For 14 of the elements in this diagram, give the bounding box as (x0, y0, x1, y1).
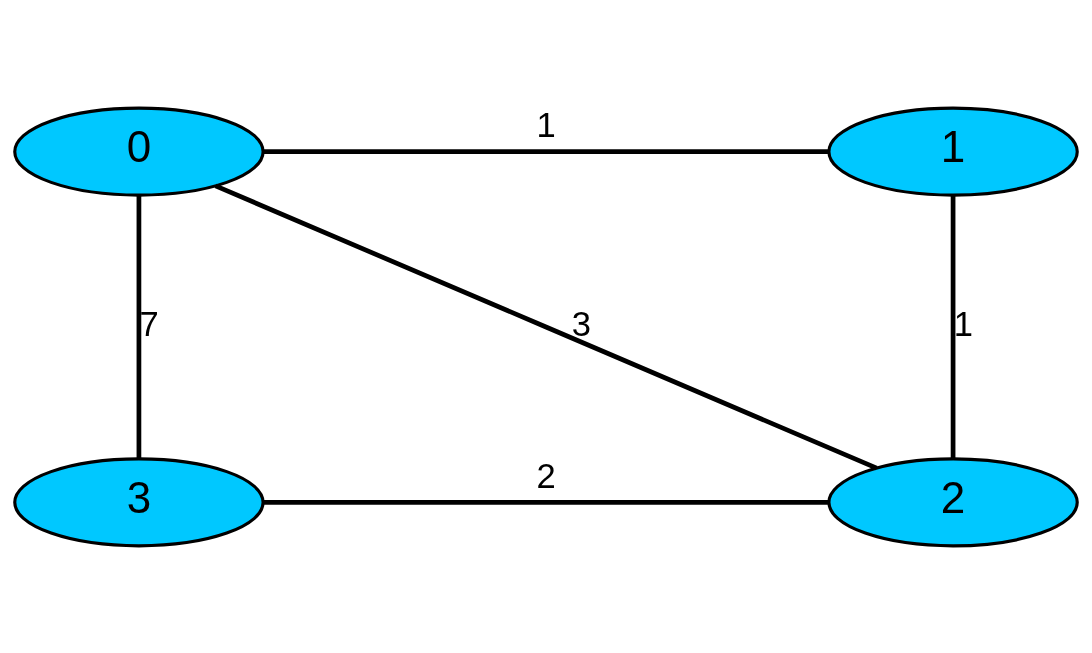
node-ellipse: 2 (827, 456, 1079, 547)
node-ellipse: 3 (13, 456, 265, 547)
edge-label: 2 (536, 456, 556, 495)
connector (263, 148, 829, 154)
edge-label: 7 (139, 304, 159, 343)
connector (263, 499, 829, 505)
connector (214, 183, 878, 470)
connector (136, 194, 142, 459)
node-ellipse: 0 (13, 106, 265, 197)
edge-label: 3 (571, 304, 591, 343)
edge-label: 1 (536, 105, 556, 144)
node-ellipse: 1 (827, 106, 1079, 197)
edge-label: 1 (953, 304, 973, 343)
connector (950, 194, 956, 459)
